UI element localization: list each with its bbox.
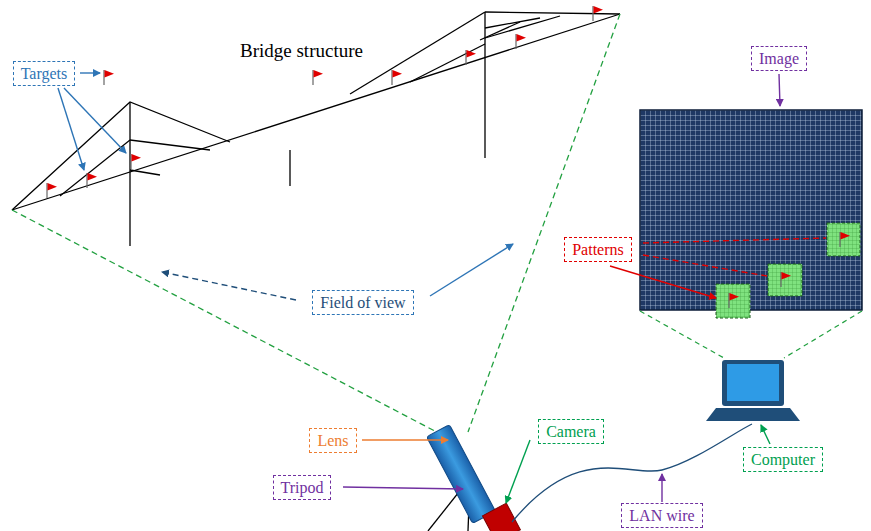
structure-title: Bridge structure	[240, 40, 363, 62]
node-text: Patterns	[572, 240, 624, 259]
node-text: Field of view	[320, 293, 405, 312]
node-text: Computer	[751, 450, 815, 469]
target-flags	[47, 6, 603, 198]
node-text: LAN wire	[629, 506, 694, 525]
camera-label: Camera	[538, 419, 604, 444]
patterns-label: Patterns	[564, 237, 632, 262]
computer-label: Computer	[743, 447, 823, 472]
target-label: Targets	[13, 61, 76, 86]
field-of-view-lines	[12, 14, 620, 440]
node-text: Image	[759, 49, 799, 68]
laptop	[706, 360, 800, 421]
image-projection	[640, 311, 862, 358]
image-label: Image	[751, 46, 807, 71]
lan-wire-label: LAN wire	[621, 503, 702, 528]
image-grid	[640, 110, 862, 310]
pattern-flags	[729, 232, 850, 308]
node-text: Tripod	[281, 478, 324, 497]
node-text: Targets	[21, 64, 68, 83]
camera-body	[482, 503, 520, 531]
node-text: Camera	[546, 422, 596, 441]
lens-label: Lens	[309, 428, 356, 453]
field-of-view-label: Field of view	[312, 290, 413, 315]
node-text: Lens	[317, 431, 348, 450]
leader-arrows	[58, 73, 826, 503]
bridge-structure	[12, 12, 620, 246]
tripod-label: Tripod	[273, 475, 332, 500]
